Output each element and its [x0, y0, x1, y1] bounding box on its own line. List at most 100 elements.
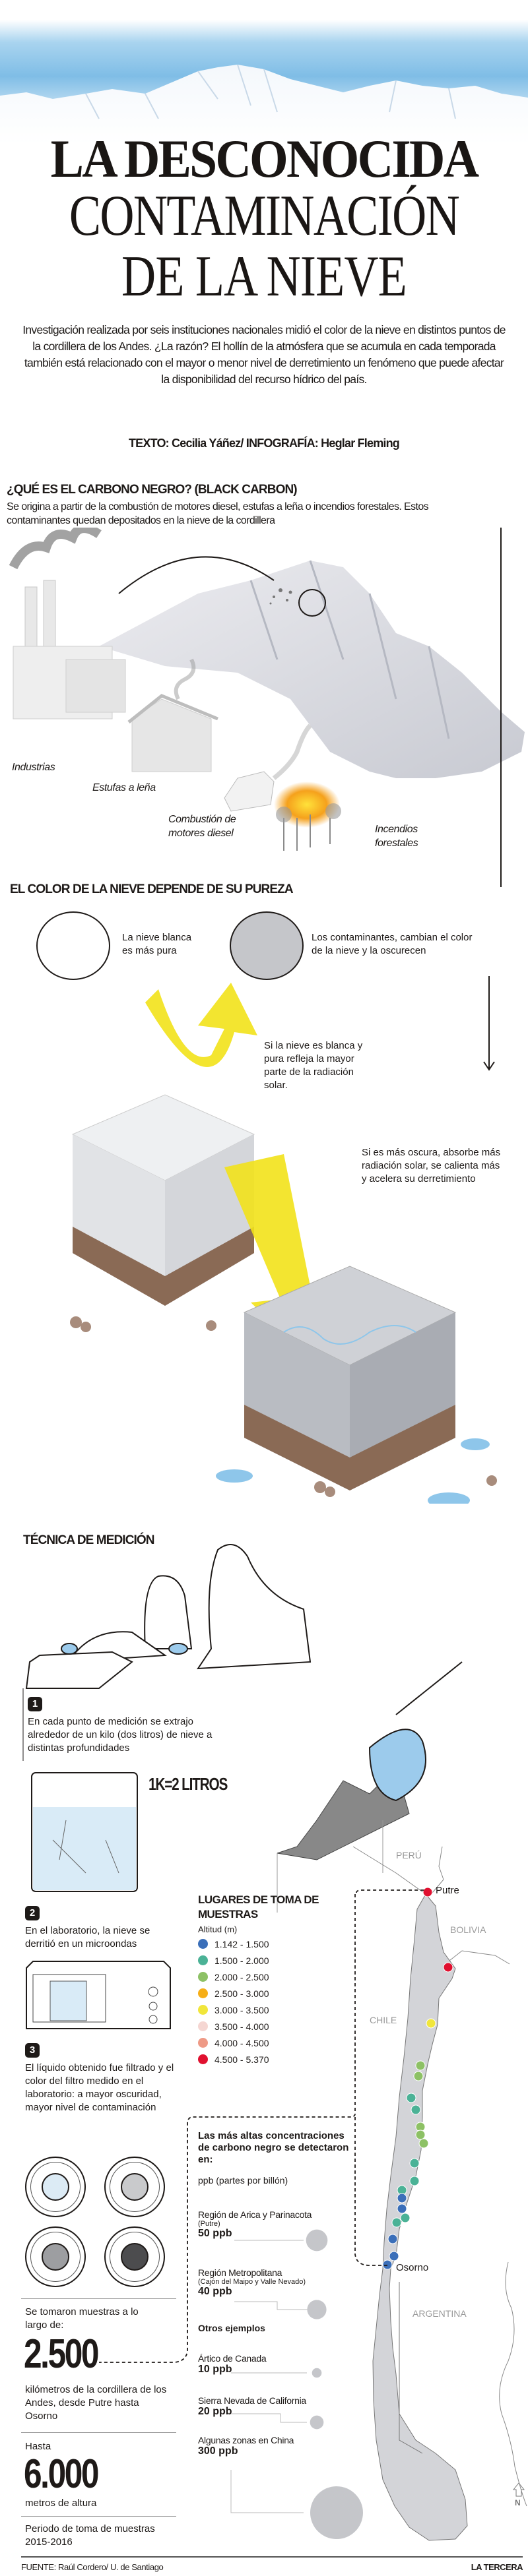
black-carbon-text: Se origina a partir de la combustión de …	[7, 501, 429, 526]
divider	[21, 2516, 176, 2517]
ppb-bubbles	[230, 2229, 363, 2539]
legend-range: 2.500 - 3.000	[214, 1988, 269, 1999]
country-bolivia: BOLIVIA	[450, 1924, 486, 1935]
label-wood-stoves: Estufas a leña	[92, 782, 156, 793]
sample-point	[443, 1962, 453, 1973]
step-text: El líquido obtenido fue filtrado y el co…	[25, 2062, 174, 2113]
arrow-down-icon	[483, 976, 495, 1071]
scientists-illustration	[25, 1544, 312, 1689]
argentina-coast	[499, 2261, 527, 2507]
reflected-sun-arrow	[145, 983, 257, 1067]
chile-territory	[372, 1893, 468, 2541]
divider	[21, 2298, 176, 2299]
filter-dish	[25, 2226, 86, 2287]
location-sub: (Cajón del Maipo y Valle Nevado)	[198, 2278, 306, 2286]
legend-swatch	[198, 2021, 208, 2031]
sample-point	[400, 2213, 411, 2223]
purity-heading: EL COLOR DE LA NIEVE DEPENDE DE SU PUREZ…	[10, 882, 294, 896]
location-name: Algunas zonas en China	[198, 2435, 294, 2445]
legend-range: 3.000 - 3.500	[214, 2004, 269, 2015]
white-snow-text: La nieve blanca es más pura	[122, 932, 192, 956]
ppb-value: 10 ppb	[198, 2364, 232, 2375]
water-puddles	[216, 1438, 490, 1504]
legend-range: 3.500 - 4.000	[214, 2021, 269, 2032]
concentration-item: Región de Arica y Parinacota (Putre) 50 …	[198, 2209, 356, 2240]
sample-point	[389, 2251, 399, 2261]
step-number: 1	[28, 1697, 42, 1711]
legend-swatch	[198, 1955, 208, 1965]
ppb-bubble	[306, 2229, 328, 2252]
map-legend: LUGARES DE TOMA DE MUESTRAS Altitud (m) …	[198, 1893, 343, 2068]
sample-point	[422, 1887, 433, 1897]
country-argentina: ARGENTINA	[412, 2308, 467, 2319]
legend-item: 1.500 - 2.000	[198, 1952, 343, 1969]
white-snow-circle	[36, 911, 110, 980]
pollution-sources-illustration	[9, 528, 525, 851]
sample-point	[409, 2176, 420, 2186]
credits: TEXTO: Cecilia Yáñez/ INFOGRAFÍA: Heglar…	[128, 437, 400, 450]
ppb-value: 50 ppb	[198, 2228, 232, 2239]
concentrations-title: Las más altas concentraciones de carbono…	[198, 2130, 349, 2165]
albedo-illustration	[70, 976, 497, 1504]
filter-dish	[104, 2226, 165, 2287]
place-osorno: Osorno	[396, 2262, 429, 2273]
legend-item: 3.500 - 4.000	[198, 2018, 343, 2035]
white-snow-cube	[71, 1094, 255, 1306]
distance-value: 2.500	[24, 2331, 100, 2377]
title-line-1: LA DESCONOCIDA	[50, 129, 479, 189]
magnifier-circle	[298, 589, 326, 617]
sample-bag-icon	[31, 1772, 138, 1892]
absorb-text: Si es más oscura, absorbe más radiación …	[362, 1147, 501, 1184]
sample-point	[406, 2093, 416, 2103]
place-putre: Putre	[436, 1885, 459, 1896]
connector-line	[500, 528, 502, 887]
step-text: En el laboratorio, la nieve se derritió …	[25, 1925, 150, 1949]
sample-point	[411, 2104, 421, 2115]
label-fires: Incendios forestales	[375, 824, 418, 849]
technique-illustration	[22, 1544, 463, 1913]
legend-swatch	[198, 1972, 208, 1982]
altitude-value: 6.000	[24, 2451, 100, 2497]
sample-point	[382, 2259, 393, 2270]
filter-paper	[42, 2173, 69, 2201]
snowy-peaks	[0, 64, 528, 145]
title-line-3: DE LA NIEVE	[121, 245, 407, 309]
ppb-value: 40 ppb	[198, 2286, 232, 2297]
dark-snow-circle	[230, 911, 304, 980]
sample-point	[397, 2203, 407, 2214]
glove-scraper-icon	[277, 1661, 463, 1913]
car-icon	[224, 723, 312, 812]
legend-item: 2.500 - 3.000	[198, 1985, 343, 2002]
footer-rule	[21, 2556, 523, 2558]
sampling-period: Periodo de toma de muestras 2015-2016	[25, 2523, 155, 2548]
filter-dish	[25, 2157, 86, 2217]
ppb-bubble	[307, 2300, 327, 2319]
country-chile: CHILE	[370, 2015, 397, 2025]
sample-point	[413, 2071, 424, 2081]
legend-swatch	[198, 1939, 208, 1949]
ppb-value: 300 ppb	[198, 2445, 238, 2457]
sample-point	[391, 2217, 402, 2228]
rocks	[70, 1316, 497, 1497]
ppb-bubble	[310, 2486, 363, 2539]
bolivia-border	[443, 1950, 510, 1966]
sample-point	[409, 2158, 420, 2168]
other-item: Ártico de Canada 10 ppb	[198, 2353, 267, 2376]
filter-paper	[42, 2243, 69, 2271]
chile-argentina-border	[399, 2282, 423, 2454]
location-name: Región Metropolitana	[198, 2267, 282, 2278]
legend-swatch	[198, 2038, 208, 2048]
factory-icon	[9, 528, 126, 720]
step-text: En cada punto de medición se extrajo alr…	[28, 1716, 213, 1754]
other-item: Sierra Nevada de California 20 ppb	[198, 2395, 306, 2418]
step-1: 1 En cada punto de medición se extrajo a…	[28, 1697, 226, 1755]
peru-border	[352, 1846, 444, 1895]
filter-samples	[25, 2157, 177, 2288]
ppb-bubble	[312, 2368, 322, 2378]
location-name: Ártico de Canada	[198, 2353, 267, 2364]
dark-snow-cube	[243, 1266, 457, 1490]
sample-point	[397, 2193, 407, 2203]
ppb-bubble	[310, 2415, 324, 2430]
microwave-icon	[26, 1961, 171, 2029]
